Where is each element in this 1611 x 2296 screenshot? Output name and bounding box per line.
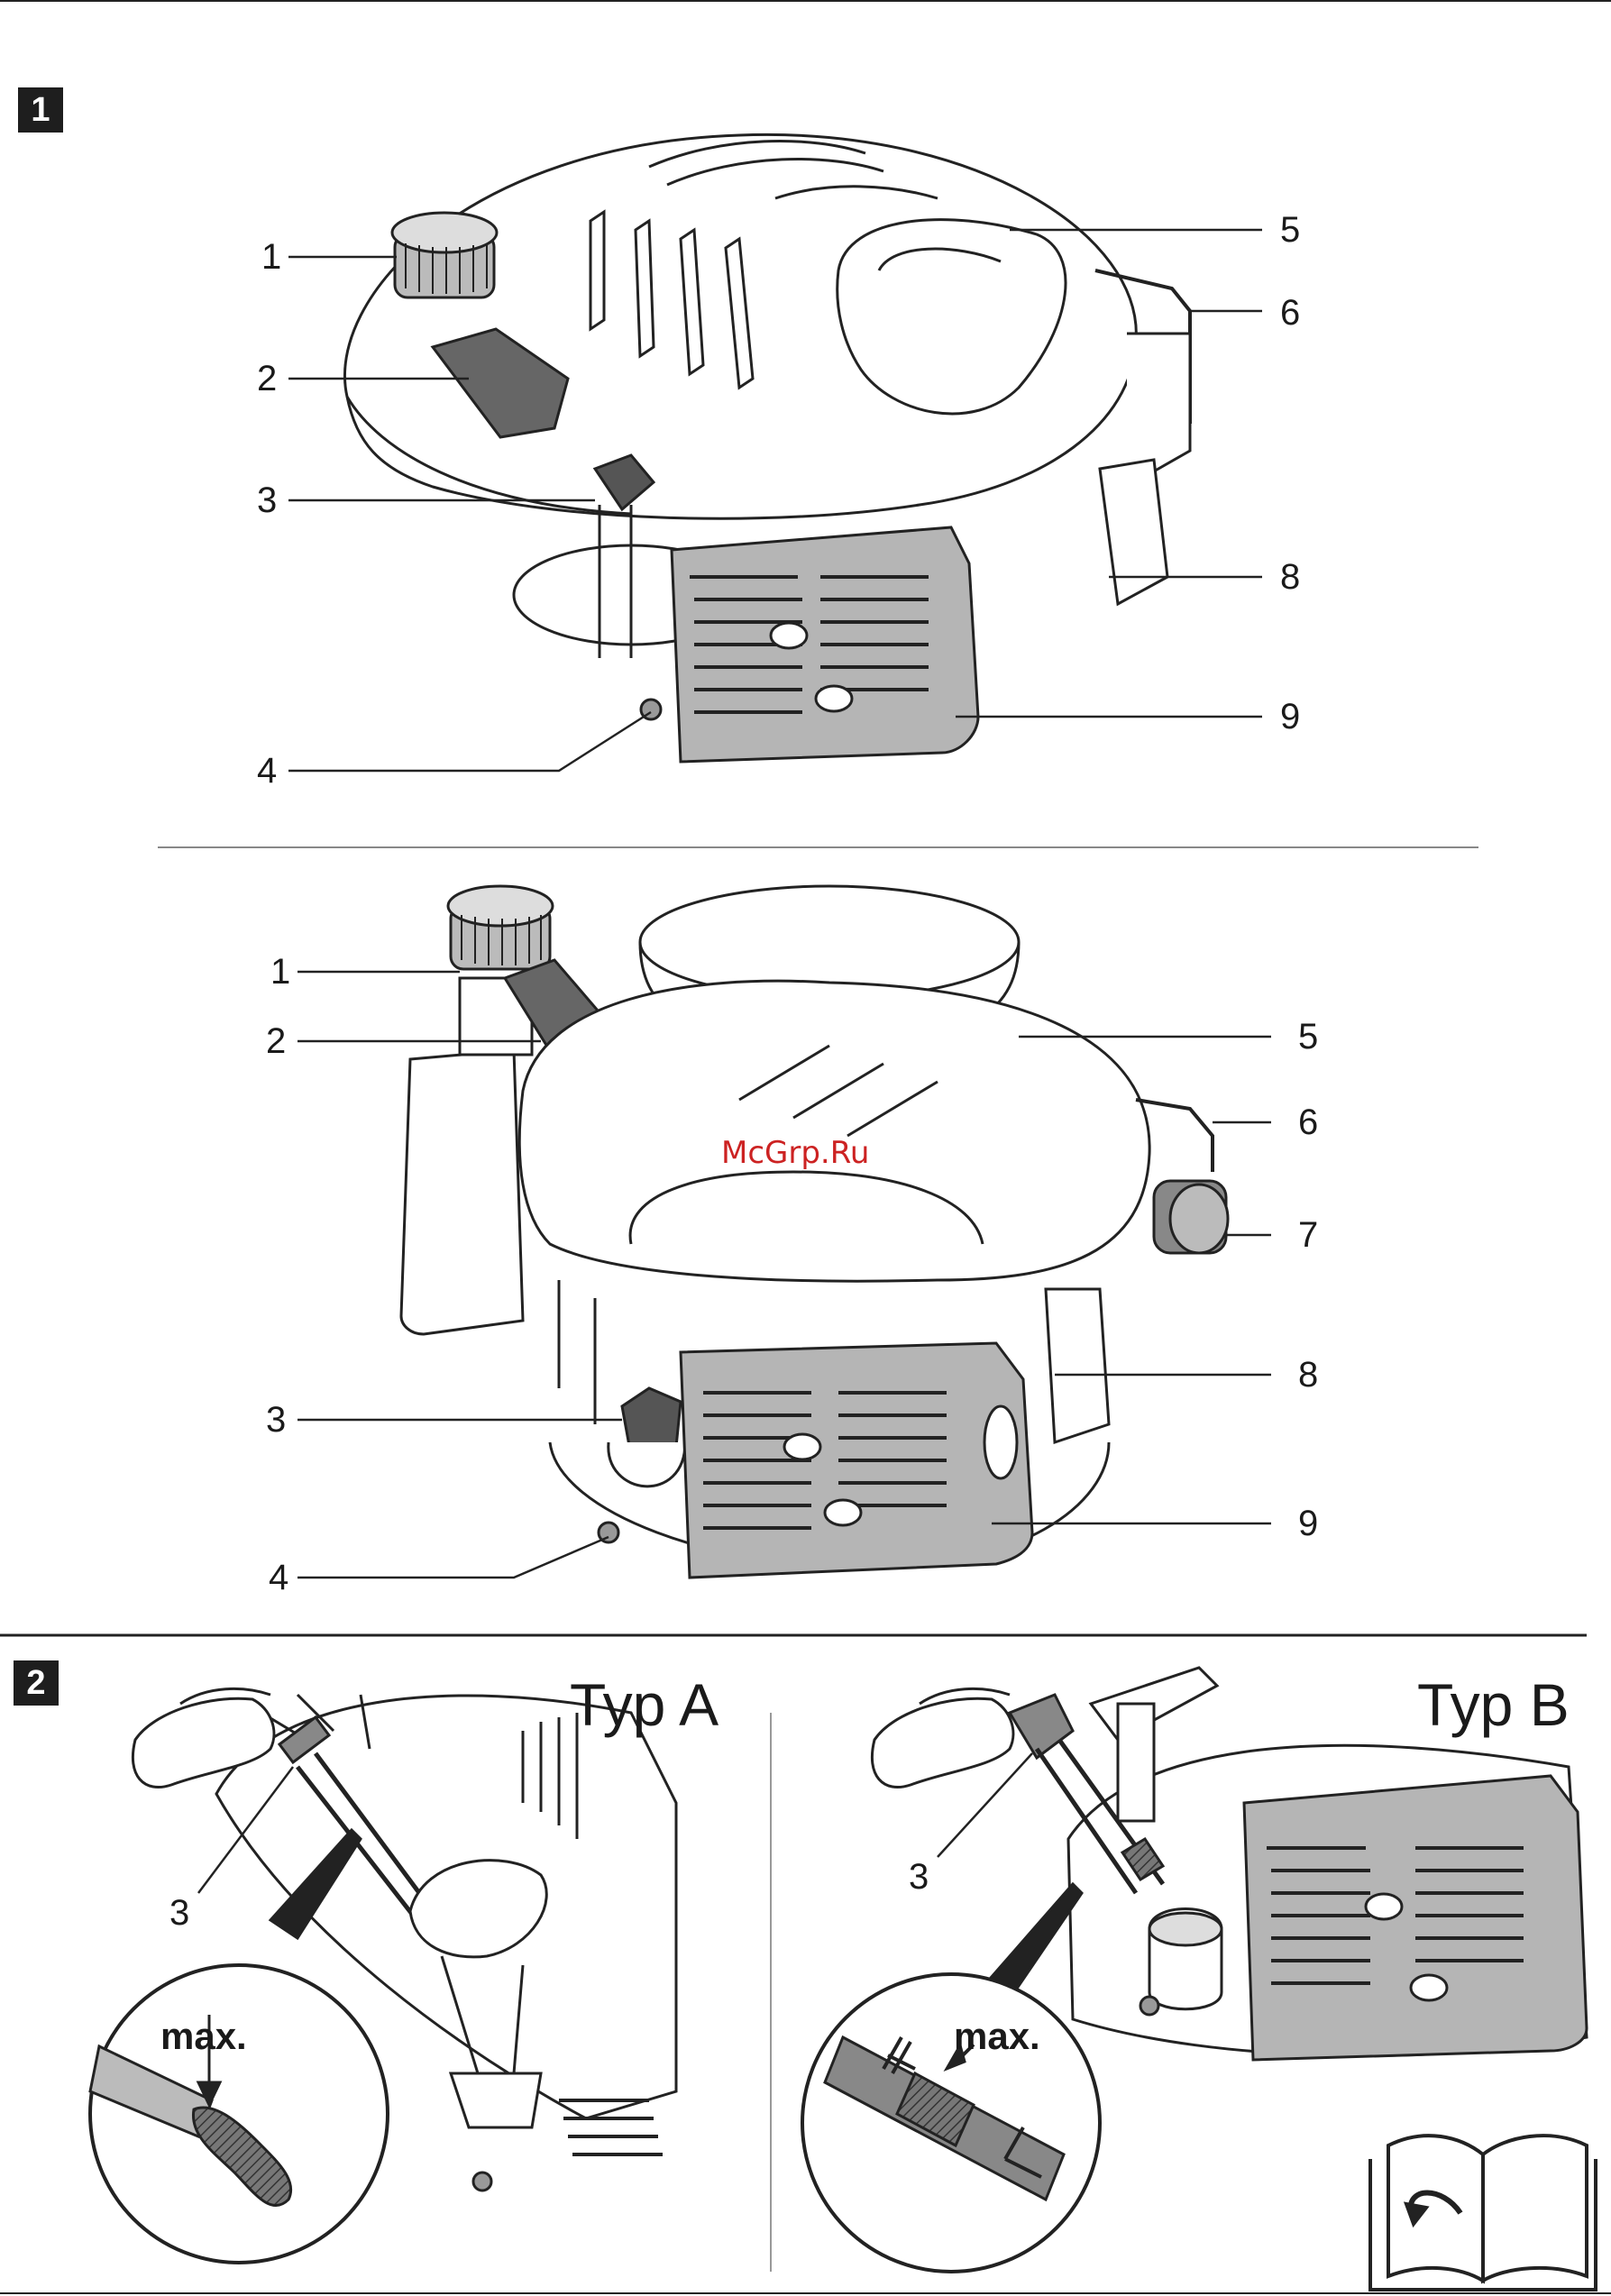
callout-dipstick-a: 3 bbox=[169, 1895, 189, 1931]
callout-dipstick-b: 3 bbox=[909, 1859, 929, 1895]
callout-block-bottom: 8 bbox=[1298, 1357, 1318, 1393]
section-badge-2: 2 bbox=[14, 1660, 59, 1706]
callout-bolt-top: 4 bbox=[257, 753, 277, 789]
engine-illustration bbox=[90, 1688, 676, 2263]
callout-hood-top: 5 bbox=[1280, 212, 1300, 248]
watermark: McGrp.Ru bbox=[721, 1138, 869, 1168]
manual-page-turn-icon bbox=[1370, 2136, 1596, 2290]
callout-valve-top: 3 bbox=[257, 482, 277, 518]
panel-a-title: Typ A bbox=[570, 1675, 719, 1734]
callout-handle-top: 6 bbox=[1280, 295, 1300, 331]
max-label-a: max. bbox=[160, 2017, 247, 2055]
panel-b-title: Typ B bbox=[1417, 1675, 1570, 1734]
callout-cap-bottom: 1 bbox=[270, 954, 290, 990]
callout-lever-top: 2 bbox=[257, 361, 277, 397]
callout-block-top: 8 bbox=[1280, 559, 1300, 595]
max-label-b: max. bbox=[954, 2017, 1040, 2055]
callout-knob-bottom: 7 bbox=[1298, 1217, 1318, 1253]
callout-valve-bottom: 3 bbox=[266, 1402, 286, 1438]
dipstick-detail-icon bbox=[90, 1965, 388, 2263]
callout-bolt-bottom: 4 bbox=[269, 1560, 288, 1596]
callout-cap-top: 1 bbox=[261, 239, 281, 275]
callout-lever-bottom: 2 bbox=[266, 1023, 286, 1059]
engine-illustration bbox=[401, 886, 1228, 1578]
callout-handle-bottom: 6 bbox=[1298, 1104, 1318, 1140]
callout-muffler-top: 9 bbox=[1280, 699, 1300, 735]
callout-hood-bottom: 5 bbox=[1298, 1019, 1318, 1055]
callout-muffler-bottom: 9 bbox=[1298, 1505, 1318, 1541]
section-badge-1: 1 bbox=[18, 87, 63, 133]
